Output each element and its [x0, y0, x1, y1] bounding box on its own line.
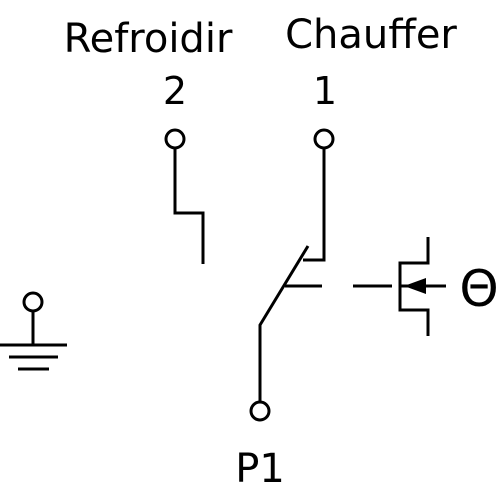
pushbutton-actuator-icon — [398, 237, 446, 336]
label-cool: Refroidir — [64, 16, 233, 62]
label-common: P1 — [235, 446, 285, 492]
label-contact-1: 1 — [313, 69, 337, 113]
terminal-contact-2 — [164, 128, 186, 150]
ground-icon — [0, 291, 67, 371]
switch-blade — [258, 245, 310, 402]
theta-icon: Θ — [459, 260, 498, 318]
terminal-contact-1 — [313, 128, 335, 150]
wire-contact-1 — [303, 148, 326, 262]
label-contact-2: 2 — [163, 69, 187, 113]
label-heat: Chauffer — [285, 12, 457, 58]
wire-contact-2 — [173, 148, 205, 264]
terminal-common — [249, 400, 271, 422]
